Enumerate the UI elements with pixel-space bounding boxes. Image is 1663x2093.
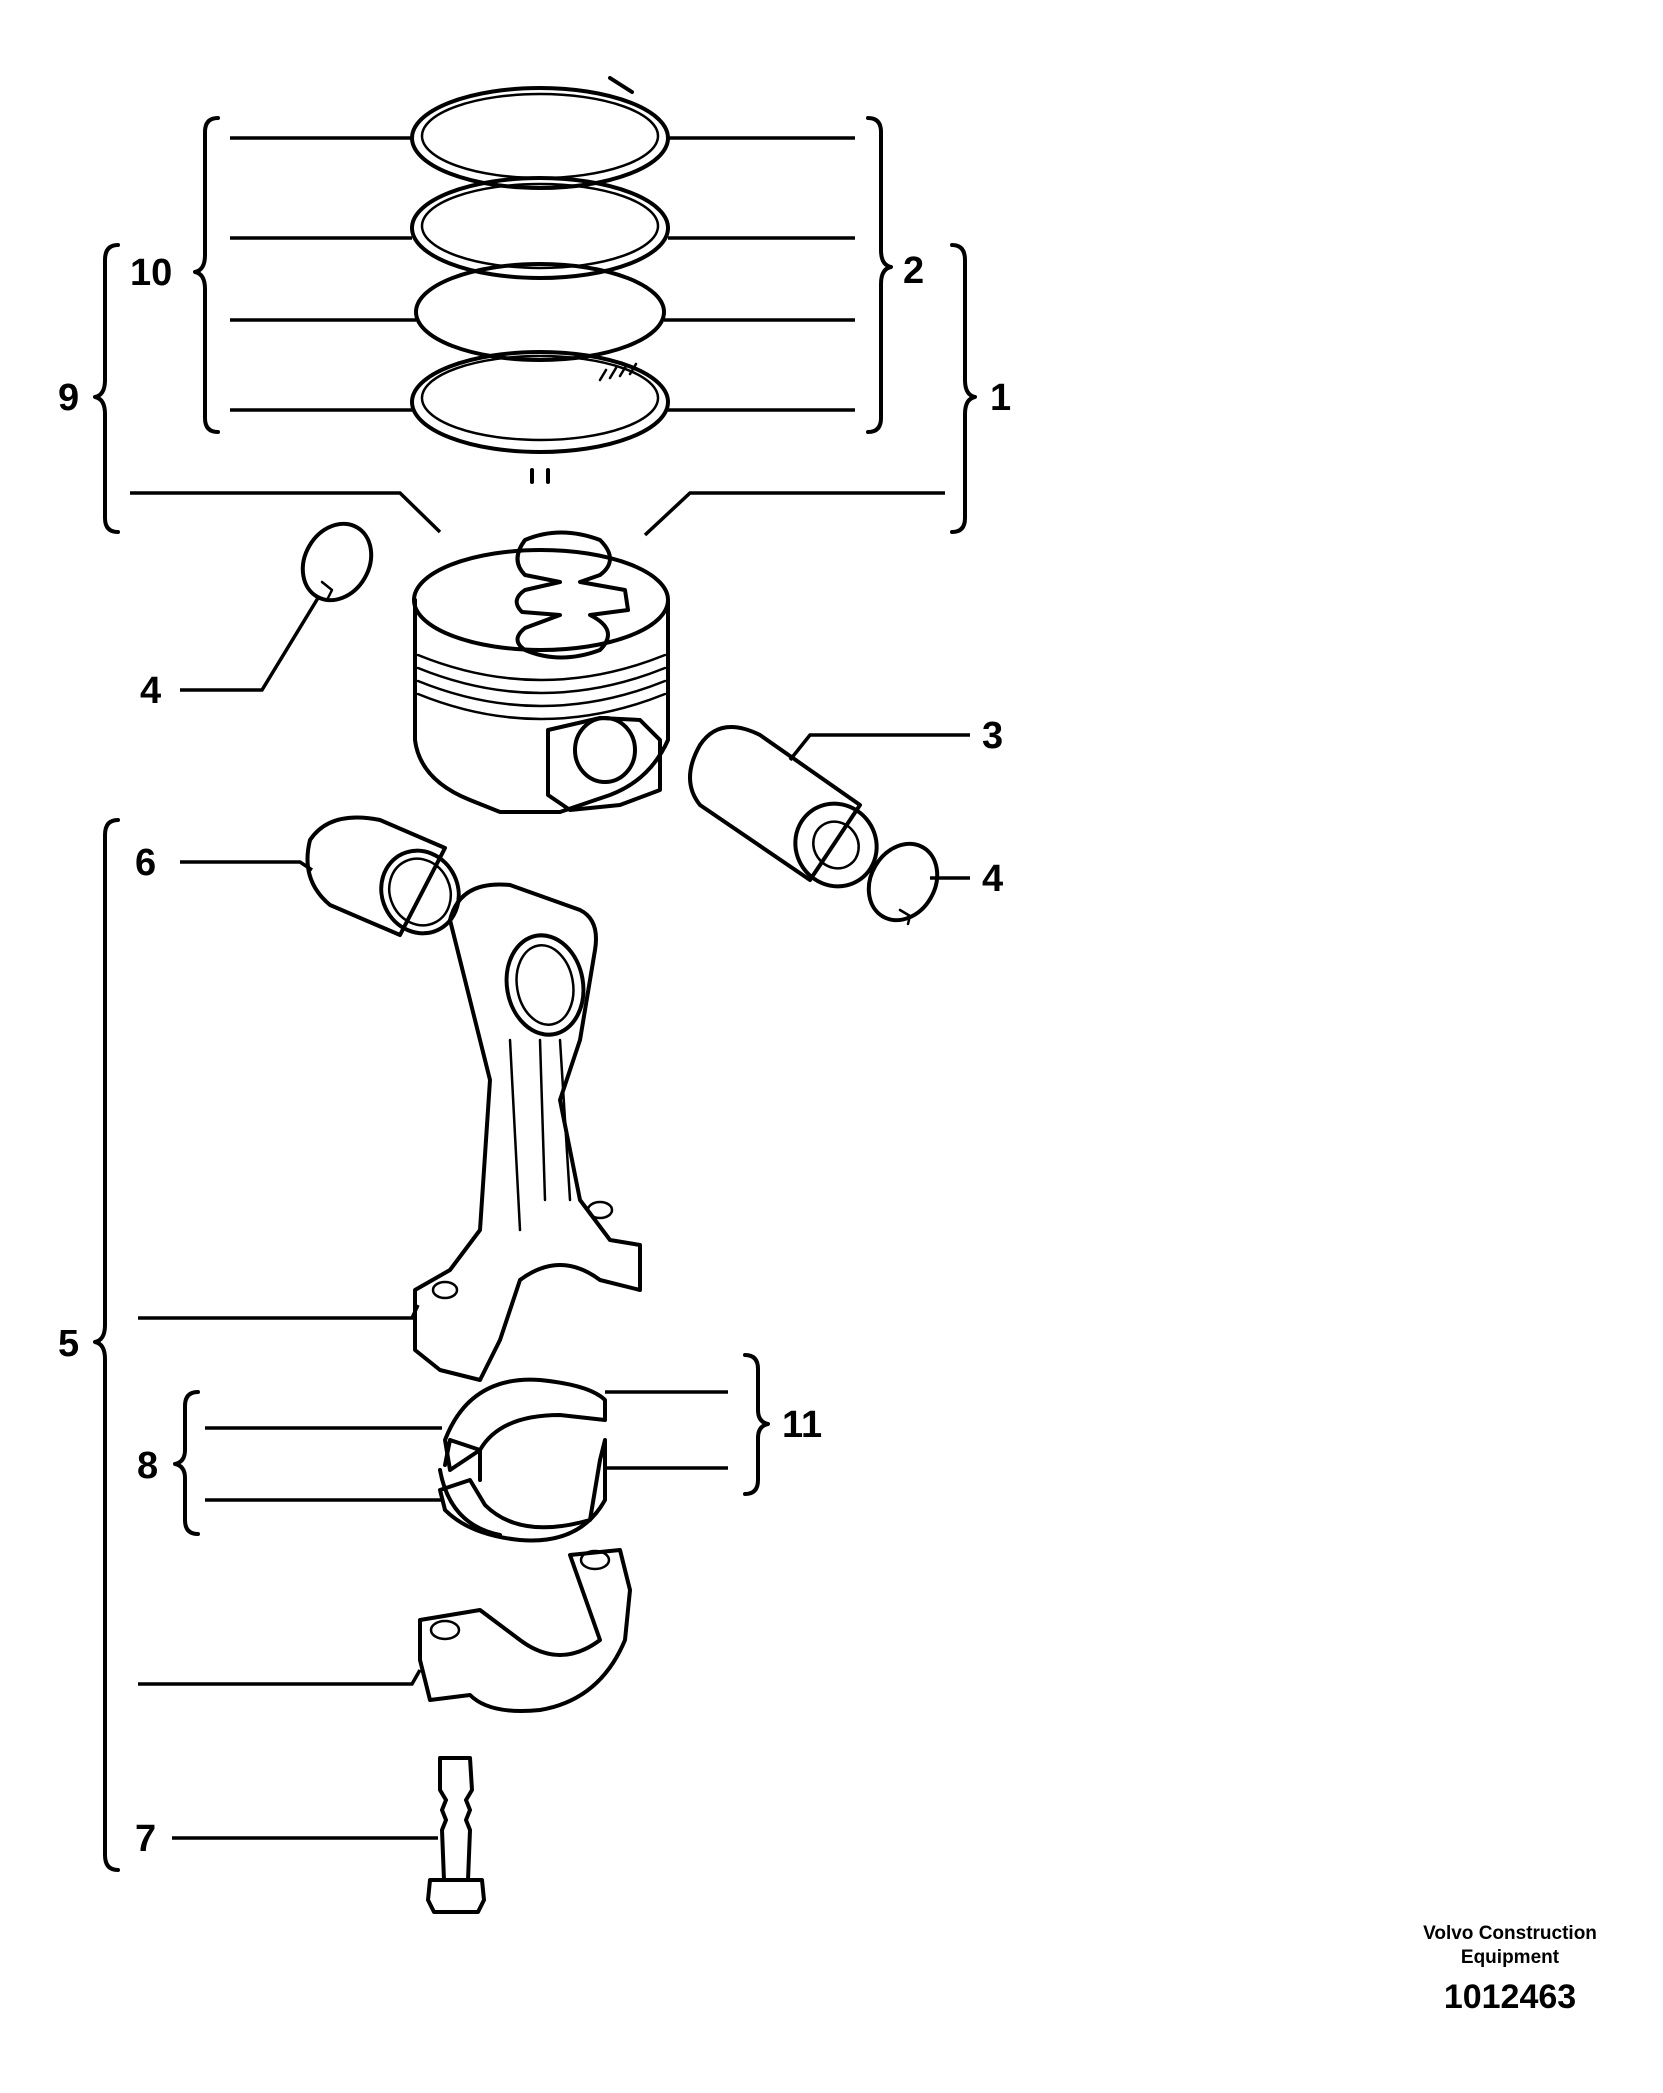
callout-11: 11 <box>782 1404 822 1446</box>
callout-4-lower: 4 <box>982 858 1003 900</box>
circlip-upper <box>300 521 374 603</box>
piston <box>412 530 670 814</box>
callout-4-upper: 4 <box>140 670 161 712</box>
callout-6: 6 <box>135 842 156 884</box>
bearing-cap <box>418 1548 632 1713</box>
piston-ring-set <box>410 76 670 484</box>
brand-caption: Volvo Construction Equipment <box>1380 1922 1640 1970</box>
big-end-bearing-shells <box>438 1377 607 1543</box>
brand-line-1: Volvo Construction <box>1423 1923 1597 1944</box>
brace-11 <box>743 1353 770 1496</box>
callout-1: 1 <box>990 377 1011 419</box>
connecting-rod <box>413 882 642 1382</box>
piston-ring-top <box>410 76 670 190</box>
brace-1 <box>950 243 977 534</box>
callout-8: 8 <box>137 1445 158 1487</box>
piston-ring-third <box>414 262 666 362</box>
callout-3: 3 <box>982 715 1003 757</box>
brace-10 <box>193 116 220 434</box>
brace-5 <box>93 818 120 1872</box>
piston-ring-oil <box>410 350 670 484</box>
brand-line-2: Equipment <box>1460 1947 1560 1968</box>
callout-5: 5 <box>58 1323 79 1365</box>
callout-labels: 1 2 3 4 4 5 6 7 8 9 10 11 <box>58 250 1011 1860</box>
piston-ring-second <box>410 176 670 280</box>
callout-7: 7 <box>135 1818 156 1860</box>
circlip-lower <box>866 841 940 926</box>
callout-10: 10 <box>130 252 172 294</box>
callout-9: 9 <box>58 377 79 419</box>
connecting-rod-bolt <box>426 1756 486 1914</box>
callout-2: 2 <box>903 250 924 292</box>
brace-2 <box>866 116 893 434</box>
small-end-bushing <box>305 815 461 937</box>
leader-lines <box>130 136 970 1840</box>
braces <box>93 116 977 1872</box>
drawing-number: 1012463 <box>1443 1978 1577 2016</box>
brace-9 <box>93 243 120 534</box>
brace-8 <box>173 1390 200 1536</box>
piston-pin <box>688 725 879 889</box>
